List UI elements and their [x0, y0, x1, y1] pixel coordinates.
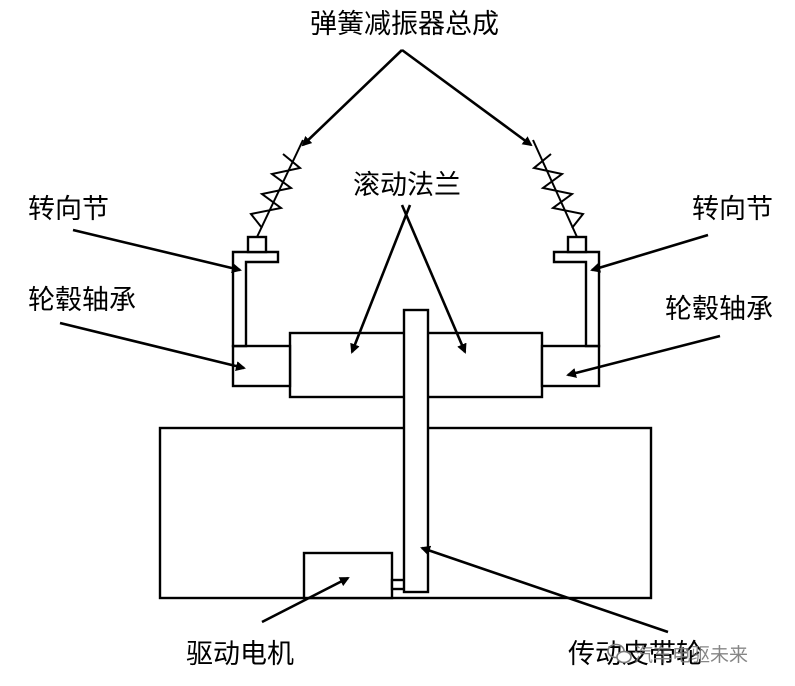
drive-motor-box: [302, 551, 394, 600]
label-hub-bearing-right: 轮毂轴承: [665, 294, 773, 325]
watermark-text: 汽车电驱未来: [634, 644, 748, 666]
arrow-flange-left: [350, 204, 412, 354]
right-spring-damper: [531, 139, 585, 238]
label-knuckle-left: 转向节: [28, 194, 109, 225]
arrow-bearing-left: [59, 321, 246, 371]
arrow-belt-wheel: [420, 545, 669, 634]
label-rolling-flange: 滚动法兰: [353, 170, 461, 201]
belt-wheel-vertical: [402, 308, 430, 594]
right-hub-bearing-block: [540, 344, 601, 388]
arrow-knuckle-left: [72, 228, 242, 273]
arrow-drive-motor: [261, 576, 350, 624]
label-spring-damper: 弹簧减振器总成: [310, 9, 499, 40]
label-drive-motor: 驱动电机: [186, 639, 294, 670]
wechat-logo-icon: [607, 643, 632, 664]
right-steering-knuckle: [552, 250, 601, 348]
arrow-spring-left: [301, 49, 403, 147]
label-belt-wheel: 传动皮带轮: [568, 639, 703, 670]
right-damper-mount: [566, 235, 588, 254]
left-hub-bearing-block: [231, 344, 292, 388]
arrow-knuckle-right: [590, 233, 709, 273]
arrow-spring-right: [401, 48, 533, 147]
watermark: 汽车电驱未来: [607, 643, 748, 666]
left-spring-damper: [249, 139, 304, 238]
arrow-bearing-right: [566, 334, 721, 378]
label-hub-bearing-left: 轮毂轴承: [28, 285, 136, 316]
arrow-flange-right: [400, 204, 467, 354]
left-steering-knuckle: [231, 250, 280, 348]
left-damper-mount: [246, 235, 268, 254]
label-knuckle-right: 转向节: [692, 194, 773, 225]
